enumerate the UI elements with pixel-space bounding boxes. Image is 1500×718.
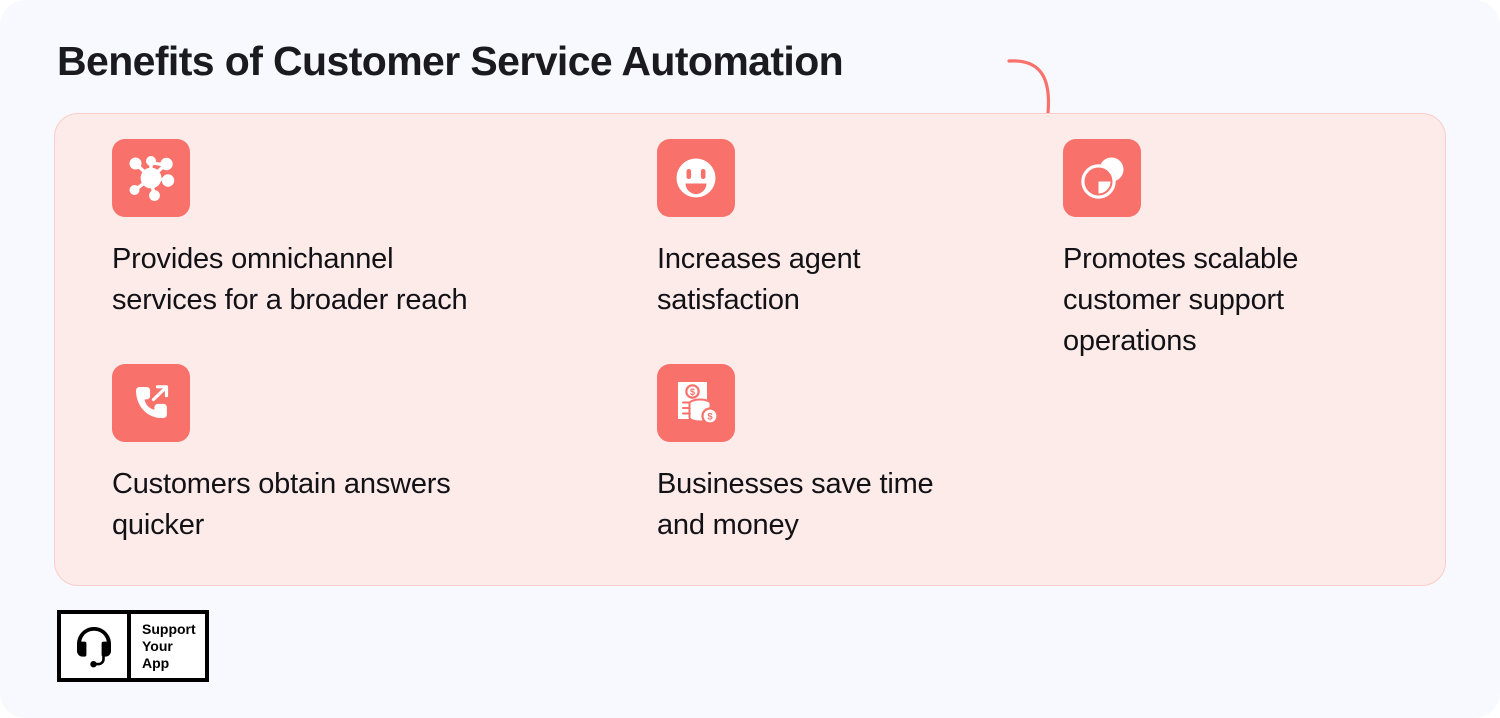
benefit-text: Promotes scalable customer support opera…: [1063, 243, 1299, 357]
phone-outgoing-call-icon: [112, 364, 190, 442]
benefits-card: Provides omnichannel services for a broa…: [54, 113, 1446, 586]
benefit-item: Promotes scalable customer support opera…: [1063, 139, 1423, 362]
benefits-grid: Provides omnichannel services for a broa…: [55, 114, 1445, 585]
benefit-item: Provides omnichannel services for a broa…: [112, 139, 472, 321]
logo-line-2: Your: [142, 637, 173, 654]
svg-text:$: $: [690, 387, 695, 397]
logo-line-3: App: [142, 654, 170, 671]
benefit-item: Increases agent satisfaction: [657, 139, 1017, 321]
logo-wordmark: Support Your App: [131, 614, 205, 678]
svg-text:$: $: [707, 412, 713, 423]
network-hub-icon: [112, 139, 190, 217]
benefit-text: Customers obtain answers quicker: [112, 468, 451, 541]
scalable-circles-icon: [1063, 139, 1141, 217]
benefit-text: Increases agent satisfaction: [657, 243, 861, 316]
support-your-app-logo: Support Your App: [57, 610, 209, 682]
benefit-text: Provides omnichannel services for a broa…: [112, 243, 468, 316]
benefit-item: Customers obtain answers quicker: [112, 364, 472, 546]
page-title: Benefits of Customer Service Automation: [57, 38, 844, 84]
invoice-money-coins-icon: $ $: [657, 364, 735, 442]
logo-line-1: Support: [142, 620, 196, 637]
smiley-face-icon: [657, 139, 735, 217]
benefit-text: Businesses save time and money: [657, 468, 934, 541]
headset-icon: [61, 614, 131, 678]
benefit-item: $ $: [657, 364, 1017, 546]
